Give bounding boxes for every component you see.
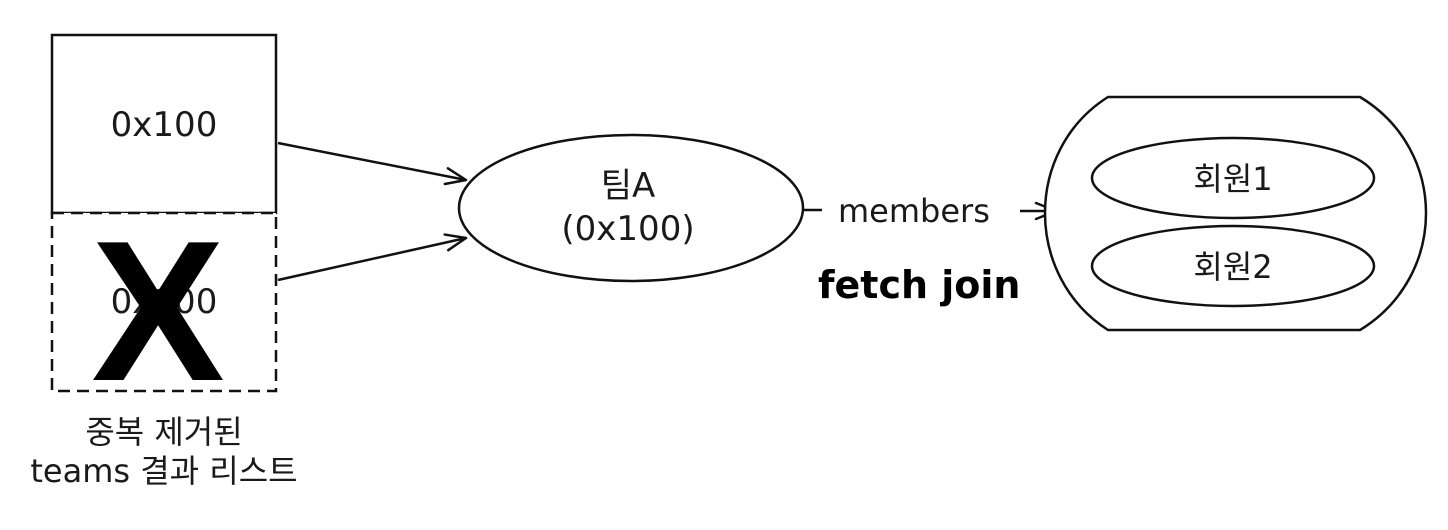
arrow-row2-to-team — [277, 233, 468, 282]
member-item-2 — [1090, 224, 1376, 308]
fetch-join-label: fetch join — [818, 263, 1021, 307]
member-item-1-name: 회원1 — [1193, 160, 1272, 198]
result-list-caption-line2: teams 결과 리스트 — [30, 452, 297, 490]
result-row-2-removed — [50, 211, 278, 393]
member-item-2-name: 회원2 — [1193, 248, 1272, 286]
team-entity — [457, 133, 805, 283]
result-list-caption-line1: 중복 제거된 — [85, 413, 242, 451]
result-row-2-address: 0x100 — [111, 282, 218, 322]
result-row-1-address: 0x100 — [111, 105, 218, 145]
team-address: (0x100) — [561, 209, 694, 249]
member-item-1 — [1090, 136, 1376, 220]
members-label: members — [838, 192, 990, 230]
removed-x-mark: X — [91, 200, 224, 423]
result-row-1 — [50, 33, 278, 215]
team-name: 팀A — [601, 166, 656, 206]
arrow-row1-to-team — [277, 141, 468, 186]
